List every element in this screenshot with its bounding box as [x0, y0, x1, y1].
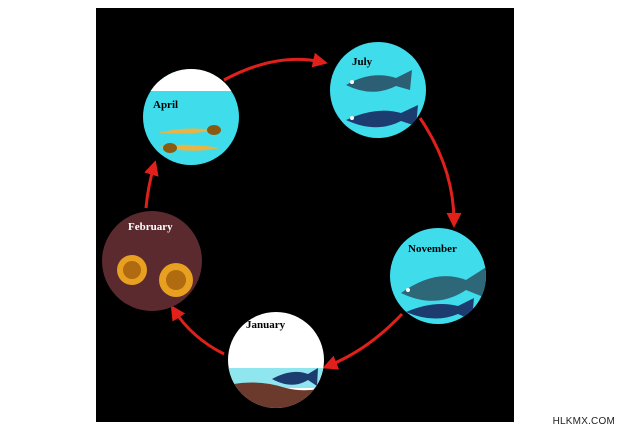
stage-label-april: April	[153, 99, 178, 111]
stage-label-november: November	[408, 243, 457, 255]
arrow-january-to-february	[170, 304, 225, 356]
stage-label-february: February	[128, 221, 173, 233]
february-scene	[102, 211, 202, 311]
january-scene	[228, 312, 324, 408]
fish-icon	[346, 70, 418, 128]
stage-july: July	[330, 42, 426, 138]
watermark: HLKMX.COM	[552, 416, 615, 427]
arrow-july-to-november	[418, 117, 462, 228]
april-scene	[143, 69, 239, 165]
stage-label-january: January	[246, 319, 286, 331]
stage-february: February	[102, 211, 202, 311]
stage-april: April	[143, 69, 239, 165]
november-scene	[390, 228, 486, 324]
arrow-april-to-july	[223, 52, 328, 82]
fish-icon	[272, 368, 318, 386]
egg-icon	[117, 255, 193, 297]
arrow-november-to-january	[322, 312, 404, 370]
cycle-svg: April July	[102, 42, 486, 408]
arrow-february-to-april	[144, 160, 159, 209]
life-cycle-diagram: April July	[96, 8, 514, 422]
cycle-arrows	[144, 52, 462, 370]
fish-icon	[401, 266, 486, 320]
july-scene	[330, 42, 426, 138]
larva-icon	[158, 125, 221, 153]
stage-november: November	[390, 228, 486, 324]
stage-label-july: July	[352, 56, 373, 68]
stage-january: January	[228, 312, 324, 408]
